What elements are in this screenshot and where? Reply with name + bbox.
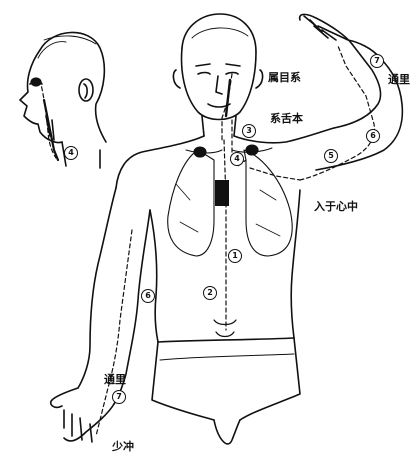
main-head [173,14,262,136]
label-enter-heart: 入于心中 [314,201,358,213]
shorts [152,338,300,444]
head-profile-channel [31,78,58,160]
label-tongli-upper: 通里 [388,74,410,86]
marker-1: 1 [228,249,242,263]
marker-5: 5 [324,149,338,163]
torso [116,128,334,342]
marker-3: 3 [242,124,256,138]
marker-2: 2 [203,286,217,300]
raised-arm [300,14,403,170]
hanging-arm [51,188,150,442]
marker-7-upper: 7 [370,54,384,68]
raised-arm-channel [250,46,374,180]
label-tongli-lower: 通里 [104,374,126,386]
label-eye-system: 属目系 [268,72,301,84]
label-shaochong: 少冲 [112,441,134,453]
head-profile-inset [20,32,106,168]
label-tongue-root: 系舌本 [270,113,303,125]
marker-4-head: 4 [64,146,78,160]
marker-7-lower: 7 [112,390,126,404]
marker-4: 4 [230,152,244,166]
marker-6-forearm: 6 [141,289,155,303]
marker-6-arm: 6 [366,129,380,143]
